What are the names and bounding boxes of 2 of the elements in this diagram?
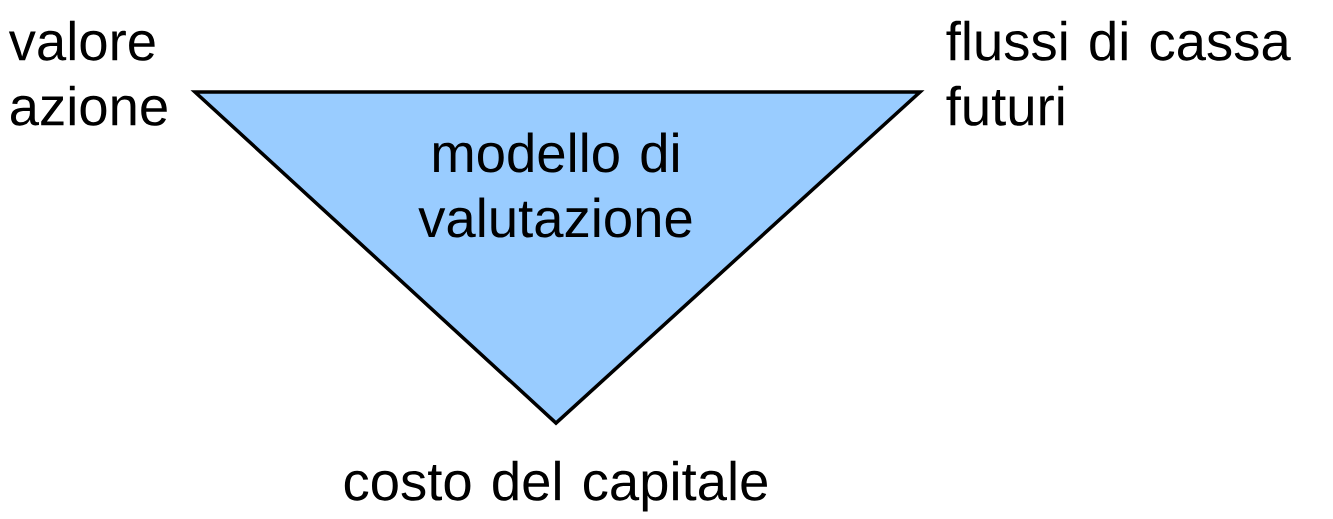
- corner-label: valore azione: [8, 20, 167, 126]
- corner-label: flussi di cassa futuri: [946, 20, 1291, 126]
